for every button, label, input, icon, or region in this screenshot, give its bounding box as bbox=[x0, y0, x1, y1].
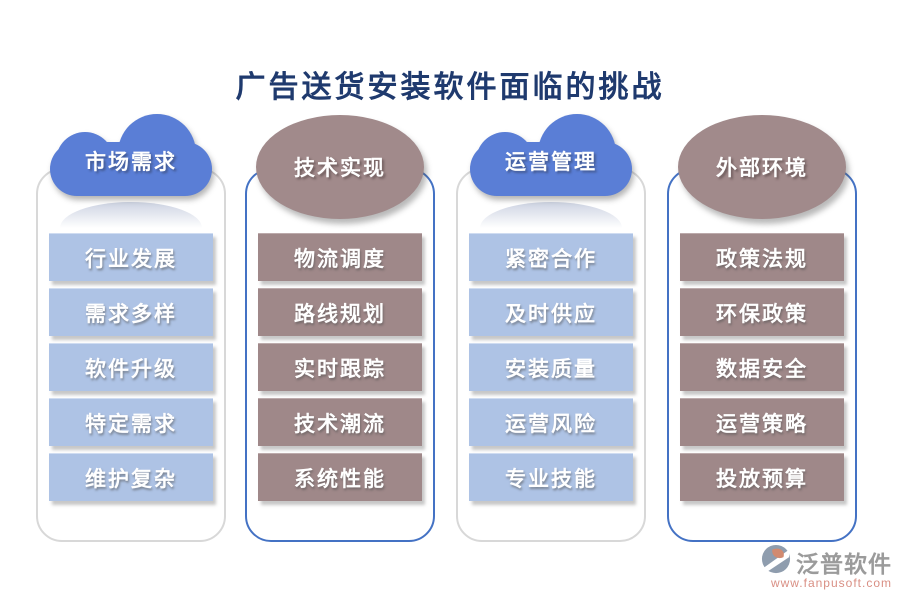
list-item: 路线规划 bbox=[258, 288, 422, 336]
list-item: 物流调度 bbox=[258, 233, 422, 281]
cloud-base bbox=[50, 142, 212, 196]
column-external-environment: 外部环境 政策法规 环保政策 数据安全 运营策略 投放预算 bbox=[667, 115, 857, 542]
cloud-reflection bbox=[60, 202, 202, 228]
list-item: 安装质量 bbox=[469, 343, 633, 391]
fanpu-logo-icon bbox=[761, 544, 791, 579]
list-item: 环保政策 bbox=[680, 288, 844, 336]
page-title: 广告送货安装软件面临的挑战 bbox=[235, 71, 665, 104]
list-item: 及时供应 bbox=[469, 288, 633, 336]
list-item: 投放预算 bbox=[680, 453, 844, 501]
list-item: 技术潮流 bbox=[258, 398, 422, 446]
list-item: 行业发展 bbox=[49, 233, 213, 281]
list-item: 需求多样 bbox=[49, 288, 213, 336]
watermark-brand: 泛普软件 bbox=[796, 550, 892, 577]
list-item: 实时跟踪 bbox=[258, 343, 422, 391]
ellipse-shape-icon: 外部环境 bbox=[678, 115, 846, 219]
list-item: 运营风险 bbox=[469, 398, 633, 446]
list-item: 特定需求 bbox=[49, 398, 213, 446]
list-item: 政策法规 bbox=[680, 233, 844, 281]
column-header-label: 技术实现 bbox=[294, 156, 386, 180]
list-item: 数据安全 bbox=[680, 343, 844, 391]
list-item: 维护复杂 bbox=[49, 453, 213, 501]
column-technical-implementation: 技术实现 物流调度 路线规划 实时跟踪 技术潮流 系统性能 bbox=[245, 115, 435, 542]
column-market-demand: 市场需求 行业发展 需求多样 软件升级 特定需求 维护复杂 bbox=[36, 114, 226, 542]
column-operations-management: 运营管理 紧密合作 及时供应 安装质量 运营风险 专业技能 bbox=[456, 114, 646, 542]
column-header-label: 外部环境 bbox=[716, 156, 808, 180]
item-list: 物流调度 路线规划 实时跟踪 技术潮流 系统性能 bbox=[247, 233, 433, 501]
column-header-label: 运营管理 bbox=[505, 150, 597, 174]
list-item: 紧密合作 bbox=[469, 233, 633, 281]
cloud-shape-icon: 市场需求 bbox=[50, 114, 212, 198]
item-list: 紧密合作 及时供应 安装质量 运营风险 专业技能 bbox=[458, 233, 644, 501]
watermark-url: www.fanpusoft.com bbox=[770, 576, 892, 590]
list-item: 系统性能 bbox=[258, 453, 422, 501]
ellipse-shape-icon: 技术实现 bbox=[256, 115, 424, 219]
item-list: 政策法规 环保政策 数据安全 运营策略 投放预算 bbox=[669, 233, 855, 501]
cloud-base bbox=[470, 142, 632, 196]
cloud-shape-icon: 运营管理 bbox=[470, 114, 632, 198]
cloud-reflection bbox=[480, 202, 622, 228]
column-header-label: 市场需求 bbox=[85, 150, 177, 174]
list-item: 软件升级 bbox=[49, 343, 213, 391]
list-item: 专业技能 bbox=[469, 453, 633, 501]
list-item: 运营策略 bbox=[680, 398, 844, 446]
watermark: 泛普软件 www.fanpusoft.com bbox=[761, 544, 892, 590]
item-list: 行业发展 需求多样 软件升级 特定需求 维护复杂 bbox=[38, 233, 224, 501]
